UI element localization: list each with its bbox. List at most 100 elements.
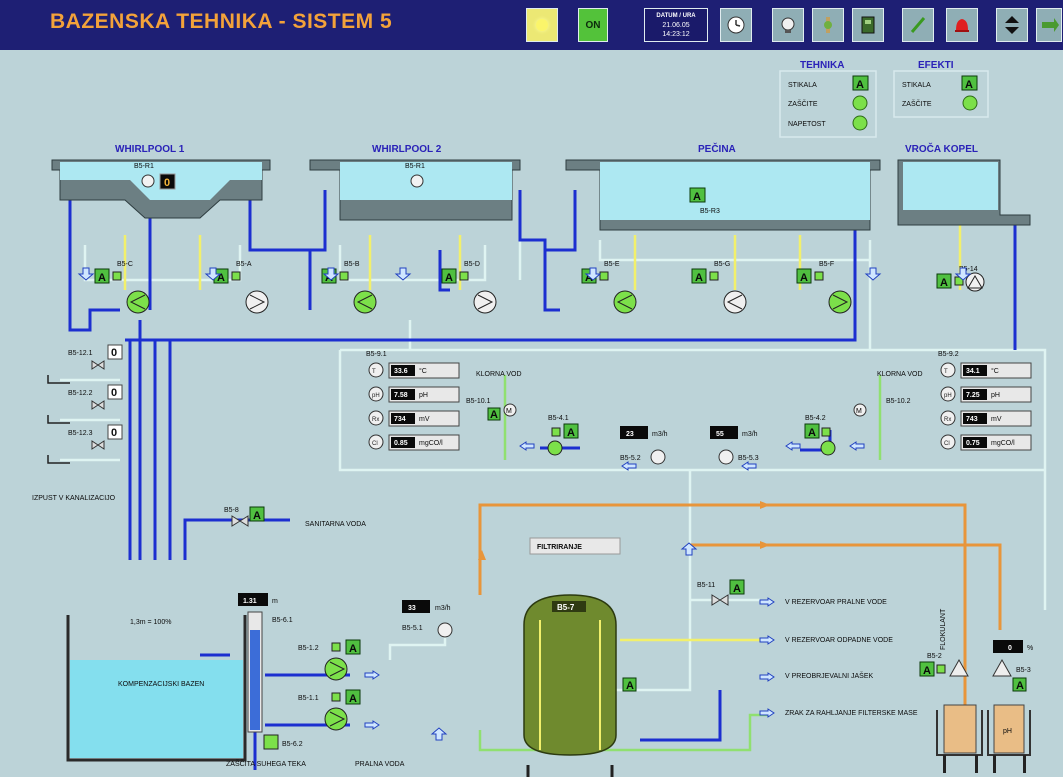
chlorine-left-motor-icon[interactable] [503,403,517,417]
wq-value: 743 [966,416,978,423]
chlorine-right-motor-icon[interactable] [853,403,867,417]
pump-icon[interactable] [723,290,747,314]
pump-status[interactable] [796,268,812,284]
pump-icon[interactable] [473,290,497,314]
clock-button[interactable] [720,8,752,42]
wp1-sensor-tag: B5-R1 [134,163,154,170]
pump-icon[interactable] [126,290,150,314]
flow-52-display [620,426,648,439]
scroll-button[interactable] [996,8,1028,42]
pump-icon[interactable] [965,272,985,292]
tank-level-tag: B5-6.1 [272,617,293,624]
cabinet-button[interactable] [852,8,884,42]
arrow-icon [394,267,412,281]
pump-status-value: A [585,272,593,284]
output-preobr: V PREOBRJEVALNI JAŠEK [785,671,874,680]
flokulant-pump-status[interactable] [919,661,935,677]
arrow-icon [864,267,882,281]
flow-51-tag: B5-5.1 [402,625,423,632]
pump-icon[interactable] [828,290,852,314]
arrow-icon [322,267,340,281]
valve-button[interactable] [812,8,844,42]
process-mimic: TEHNIKA STIKALA A ZAŠČITE NAPETOST EFEKT… [32,60,1047,777]
lightbulb-button[interactable] [772,8,804,42]
flokulant-pump-icon[interactable] [949,658,969,677]
pump-arrow-icon [356,294,373,310]
pump-tag: B5-F [819,261,834,268]
pump-icon[interactable] [353,290,377,314]
sanitary-status[interactable] [249,506,265,522]
flow-51-value: 33 [408,605,416,612]
on-label: ON [585,19,601,31]
ph-pump-status[interactable] [1012,677,1027,692]
dosing-left: B5-4.1 A [547,415,579,456]
dosing-right: B5-4.2 A [804,415,836,456]
efekti-stikala-status[interactable] [961,75,978,91]
dosing-right-status[interactable] [804,423,820,439]
pump-icon[interactable] [613,290,637,314]
dosing-left-pump-icon[interactable] [547,440,563,456]
tehnika-stikala-status[interactable] [852,75,869,91]
drain-value-box [107,424,123,440]
drain-valve-icon[interactable] [91,400,105,410]
drain-tag: B5-12.3 [68,430,93,437]
pump-status[interactable] [936,273,952,289]
on-button[interactable]: ON [578,8,608,42]
drain-tag: B5-12.1 [68,350,93,357]
pump-status[interactable] [691,268,707,284]
pen-button[interactable] [902,8,934,42]
arrow-icon [785,441,801,451]
ph-pump-icon[interactable] [992,658,1012,677]
pump-icon[interactable] [245,290,269,314]
exit-button[interactable] [1036,8,1062,42]
motor-m-right: M [856,408,862,415]
sensor-symbol: T [372,369,376,375]
wq-value: 7.25 [966,392,980,399]
pecina-status-value: A [693,191,701,203]
valve-11-status[interactable] [729,579,745,595]
drain-value: 0 [111,427,117,439]
efekti-frame [893,70,989,118]
filter-tag-box [552,601,586,612]
feed-pump-status[interactable] [345,639,361,655]
dry-run-label: ZAŠČITA SUHEGA TEKA [226,759,306,768]
wq-display [963,413,987,424]
flokulant-label: FLOKULANT [940,608,947,650]
drain-value: 0 [111,387,117,399]
pool-pecina-title: PEČINA [698,142,736,155]
pump-tag: B5-G [714,261,730,268]
feed-pump-status[interactable] [345,689,361,705]
outputs: B5-11 A V REZERVOAR PRALNE VODE V REZERV… [355,579,918,768]
pecina-status[interactable] [689,187,706,203]
dosing-right-pump-icon[interactable] [820,440,836,456]
drain-outlet [47,455,70,464]
ph-pump-tag: B5-3 [1016,667,1031,674]
sensor-symbol: Cl [944,441,950,447]
pump-ready-indicator [814,271,824,281]
pump-arrow-icon [129,294,146,310]
alarm-button[interactable] [946,8,978,42]
drain-valve-icon[interactable] [91,360,105,370]
pump-ready-indicator [339,271,349,281]
tank-water [70,660,243,758]
wq-value: 0.85 [394,440,408,447]
pump-status[interactable] [441,268,457,284]
tank-title: KOMPENZACIJSKI BAZEN [118,681,204,688]
feed-pump-icon[interactable] [324,657,348,681]
drain-value-box [107,384,123,400]
flow-51-meter-icon [437,622,453,638]
pump-status[interactable] [94,268,110,284]
efekti-zascite-lamp [962,95,978,111]
sanitary-valve-icon[interactable] [231,515,249,527]
wq-unit: mgCO/l [419,440,443,447]
pump-tag: B5-D [464,261,480,268]
valve-11-icon[interactable] [711,594,729,606]
feed-pump-icon[interactable] [324,707,348,731]
drain-valve-icon[interactable] [91,440,105,450]
output-zrak: ZRAK ZA RAHLJANJE FILTERSKE MASE [785,710,918,717]
filter-valve-status[interactable] [622,677,637,692]
chlorine-left-status[interactable] [487,407,501,421]
pool-whirlpool-1-title: WHIRLPOOL 1 [115,144,185,155]
dosing-left-status[interactable] [563,423,579,439]
lamp-button[interactable] [526,8,558,42]
